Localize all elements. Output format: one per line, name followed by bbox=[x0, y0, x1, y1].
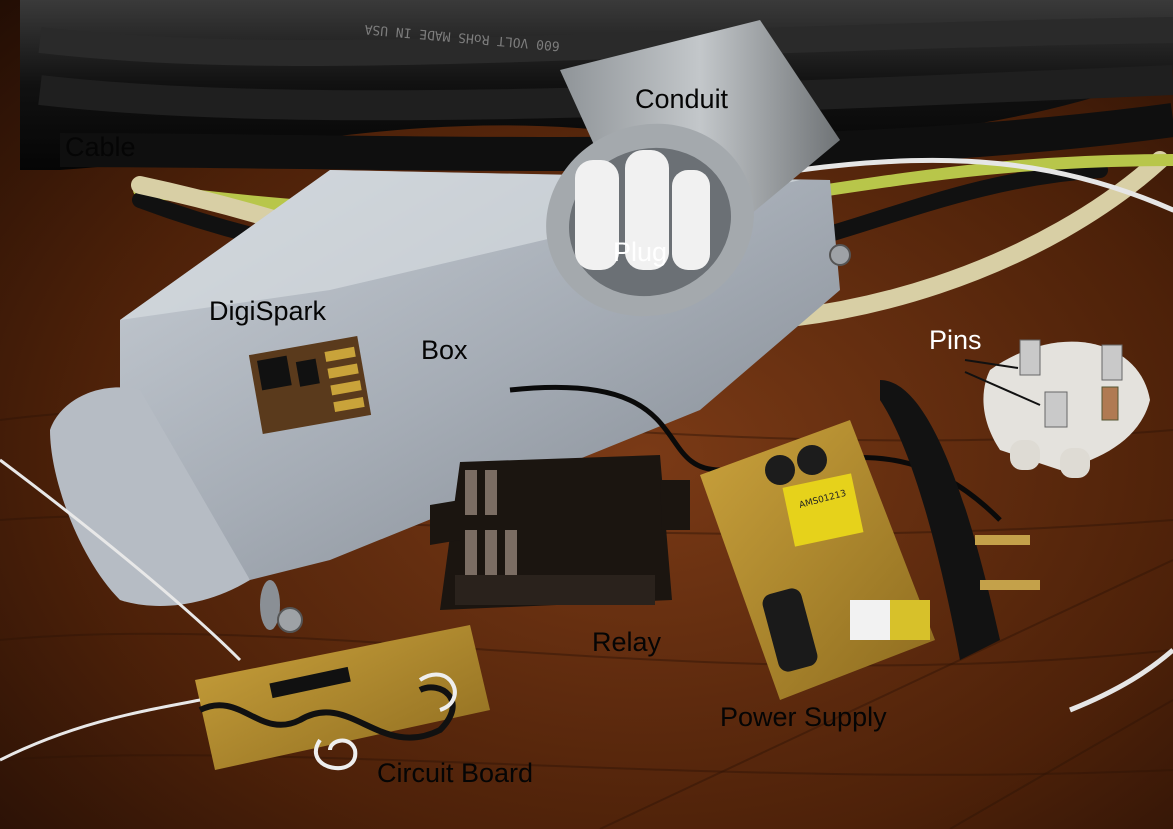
label-conduit: Conduit bbox=[635, 84, 729, 114]
label-relay: Relay bbox=[592, 627, 662, 657]
relay-housing bbox=[430, 455, 690, 610]
label-plug: Plug bbox=[613, 237, 668, 267]
conduit-pipe bbox=[546, 20, 840, 317]
label-cable: Cable bbox=[65, 132, 136, 162]
white-wire bbox=[1069, 648, 1173, 713]
label-box: Box bbox=[421, 335, 468, 365]
label-pins: Pins bbox=[929, 325, 982, 355]
label-digispark: DigiSpark bbox=[209, 296, 327, 326]
pin-plug bbox=[964, 339, 1150, 478]
plug-inserts bbox=[575, 150, 710, 270]
digispark-board bbox=[248, 336, 372, 434]
label-power-supply: Power Supply bbox=[720, 702, 887, 732]
label-circuit-board: Circuit Board bbox=[377, 758, 534, 788]
circuit-board bbox=[0, 458, 490, 771]
power-supply-board: AMS01213 bbox=[700, 380, 1040, 700]
